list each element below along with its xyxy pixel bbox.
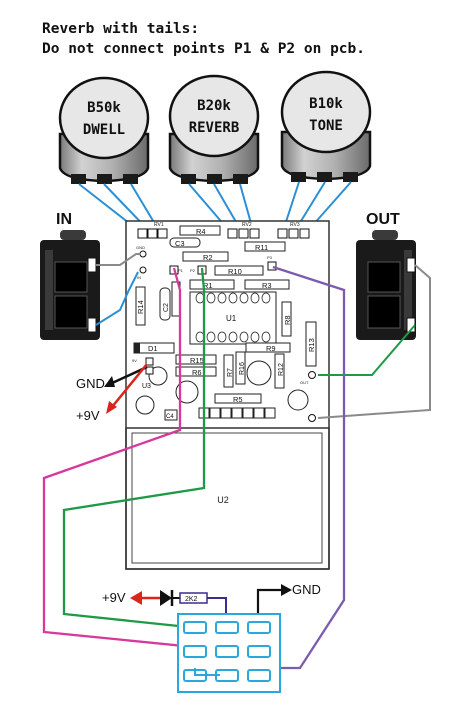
pot-tone-label: TONE	[309, 118, 343, 134]
supply-9v-label: +9V	[102, 590, 126, 605]
pcb-r7-label: R7	[227, 368, 234, 377]
power-section: +9V 2K2 GND	[102, 582, 321, 693]
pcb-r9-label: R9	[266, 344, 276, 353]
pcb-r5-label: R5	[233, 395, 243, 404]
header-line-1: Reverb with tails:	[42, 21, 199, 37]
pot-dwell-label: DWELL	[83, 122, 125, 138]
pcb-r14-label: R14	[136, 300, 145, 314]
pcb-r15-label: R15	[190, 356, 204, 365]
pcb-u2-label: U2	[217, 495, 229, 505]
supply-gnd-label: GND	[292, 582, 321, 597]
pcb-r11-label: R11	[255, 243, 268, 252]
pcb-r4-label: R4	[196, 227, 206, 236]
pad-p3-label: P3	[267, 255, 273, 260]
pcb-r13-label: R13	[307, 338, 316, 352]
pad-rv2-label: RV2	[242, 222, 252, 228]
pcb-r2-label: R2	[203, 253, 213, 262]
pad-out-label: OUT	[300, 380, 309, 385]
pcb-u3-label: U3	[142, 383, 151, 390]
pcb-r1-label: R1	[203, 281, 213, 290]
pcb-r8-label: R8	[283, 315, 292, 325]
supply-resistor-label: 2K2	[185, 596, 198, 603]
input-jack-label: IN	[56, 211, 72, 228]
pad-rv3-label: RV3	[290, 222, 300, 228]
pot-tone: B10k TONE	[280, 70, 372, 182]
pcb-c2-label: C2	[163, 303, 170, 312]
pcb-r3-label: R3	[262, 281, 272, 290]
pot-reverb-label: REVERB	[189, 120, 240, 136]
pad-p2-label: P2	[190, 268, 196, 273]
header-line-2: Do not connect points P1 & P2 on pcb.	[42, 41, 365, 57]
pcb-r6-label: R6	[192, 368, 202, 377]
pcb-c4-label: C4	[166, 414, 174, 420]
pot-dwell-value: B50k	[87, 100, 121, 116]
pot-reverb: B20k REVERB	[168, 74, 260, 184]
pad-p1-label: P1	[178, 268, 184, 273]
output-jack: OUT	[356, 211, 416, 340]
pot-tone-value: B10k	[309, 96, 343, 112]
pcb-r10-label: R10	[228, 267, 242, 276]
pad-9v-label: 9V	[132, 358, 137, 363]
pcb-board: U2 RV1 RV2 RV3 R4 C3 R11 R2 GND IN P1 P	[125, 220, 330, 570]
pad-in-label: IN	[137, 275, 141, 280]
pcb-d1-label: D1	[148, 344, 158, 353]
pcb-r16-label: R16	[239, 362, 246, 375]
pcb-power-arrows: GND +9V	[76, 363, 148, 423]
pad-rv1-label: RV1	[154, 222, 164, 228]
input-jack: IN	[40, 211, 100, 340]
pcb-r12-label: R12	[278, 363, 285, 376]
pcb-c3-label: C3	[175, 239, 185, 248]
pad-gnd-label: GND	[136, 245, 145, 250]
pcb-u1-label: U1	[226, 314, 237, 323]
output-jack-label: OUT	[366, 211, 400, 228]
pot-dwell: B50k DWELL	[58, 76, 150, 184]
pcb-9v-label: +9V	[76, 408, 100, 423]
jack-wires	[95, 253, 431, 419]
pot-reverb-value: B20k	[197, 98, 231, 114]
pcb-gnd-label: GND	[76, 376, 105, 391]
